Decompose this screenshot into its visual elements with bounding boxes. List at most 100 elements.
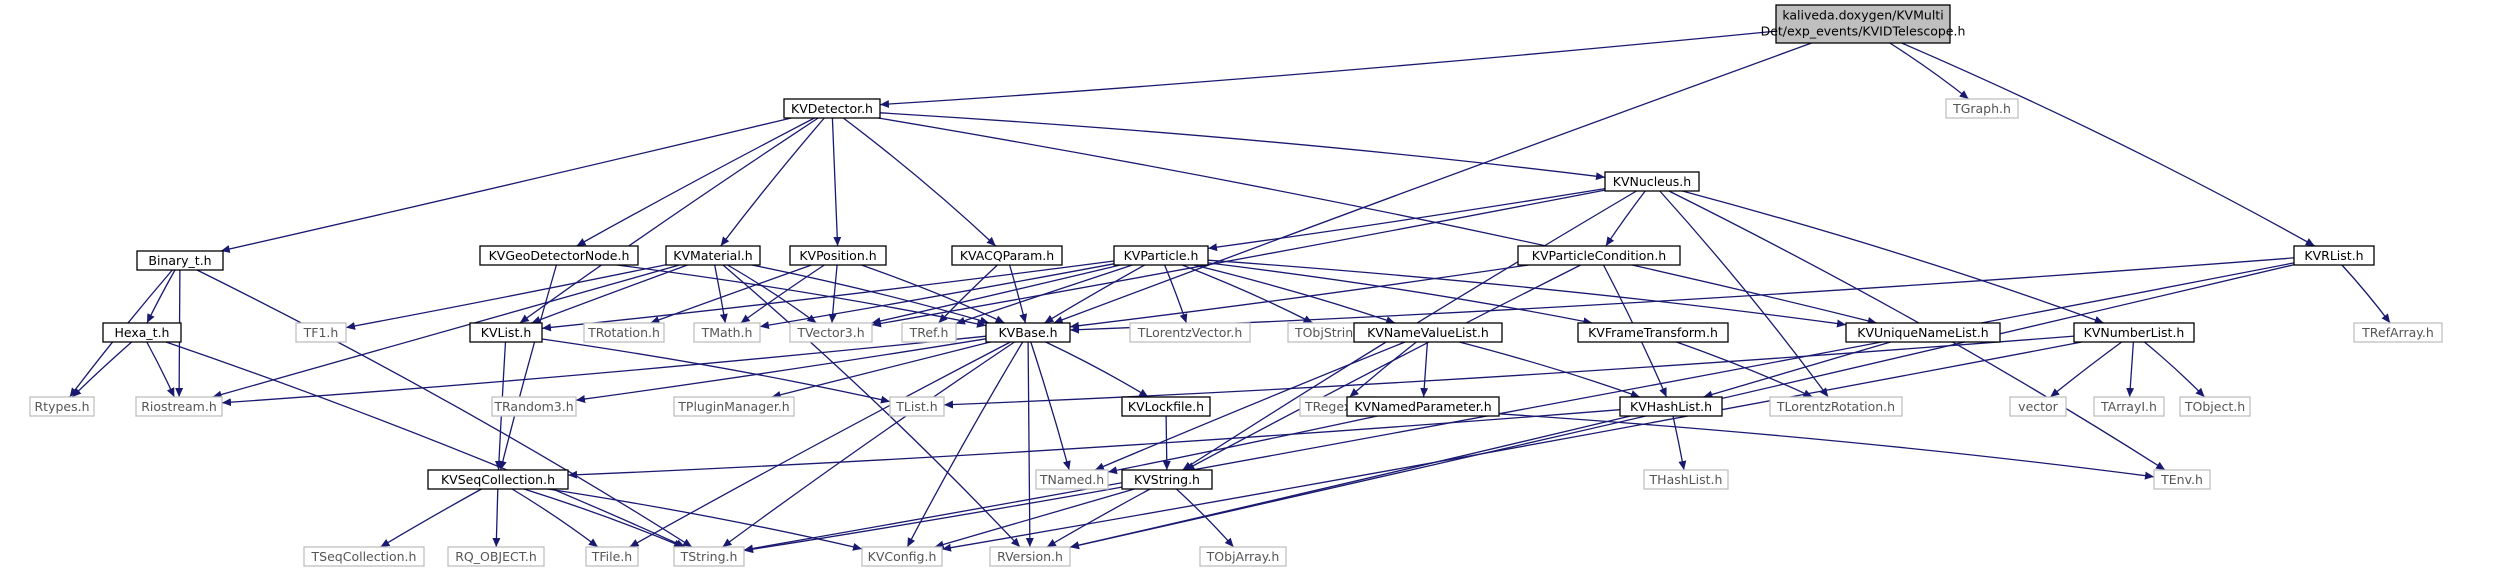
node-kvacqparam[interactable]: KVACQParam.h (951, 245, 1063, 266)
edge-kvhashlist-to-rversion (1069, 415, 1631, 549)
edge-hexa_t-to-tstring (165, 341, 686, 548)
node-label: KVRList.h (2304, 248, 2363, 263)
node-kvgeodetectornode[interactable]: KVGeoDetectorNode.h (479, 245, 639, 266)
node-label: TString.h (680, 549, 738, 564)
node-tobjarray: TObjArray.h (1199, 546, 1287, 567)
node-kvnucleus[interactable]: KVNucleus.h (1604, 171, 1700, 192)
node-kvframetransform[interactable]: KVFrameTransform.h (1577, 322, 1729, 343)
node-tseqcollection: TSeqCollection.h (303, 546, 425, 567)
node-rtypes: Rtypes.h (29, 396, 95, 417)
node-label: TPluginManager.h (677, 399, 789, 414)
node-box (469, 322, 543, 343)
node-box (585, 546, 639, 567)
node-box (1035, 469, 1109, 490)
edge-kvparticle-to-tobjstring (1182, 264, 1313, 324)
edge-kvgeodetectornode-to-kvseqcollection (498, 264, 558, 471)
node-tstring: TString.h (673, 546, 745, 567)
file-nodes: kaliveda.doxygen/KVMultiDet/exp_events/K… (29, 4, 2443, 567)
edge-kvnucleus-to-tlorentzrotation (1659, 190, 1829, 398)
node-box (427, 469, 569, 490)
node-trefarray: TRefArray.h (2353, 322, 2443, 343)
node-kvlockfile[interactable]: KVLockfile.h (1121, 396, 1211, 417)
node-hexa-t[interactable]: Hexa_t.h (102, 322, 182, 343)
edge-kvnucleus-to-kvparticle (1207, 187, 1606, 252)
edge-kvacqparam-to-tref (938, 264, 998, 324)
node-box (693, 322, 761, 343)
node-kvseqcollection[interactable]: KVSeqCollection.h (427, 469, 569, 490)
node-label: KVGeoDetectorNode.h (489, 248, 630, 263)
node-kvhashlist[interactable]: KVHashList.h (1619, 396, 1723, 417)
node-label: KVDetector.h (791, 101, 873, 116)
node-label: KVNumberList.h (2084, 325, 2185, 340)
edge-kvparticle-to-tmath (759, 263, 1115, 330)
node-tenv: TEnv.h (2153, 469, 2211, 490)
node-thashlist: THashList.h (1643, 469, 1729, 490)
node-kvnamevaluelist[interactable]: KVNameValueList.h (1353, 322, 1503, 343)
node-tpluginmanager: TPluginManager.h (673, 396, 795, 417)
edge-kvposition-to-trotation (650, 264, 812, 324)
edge-kvhashlist-to-kvseqcollection (567, 409, 1621, 479)
node-kvlist[interactable]: KVList.h (469, 322, 543, 343)
edge-kvframetransform-to-tlorentzrotation (1676, 341, 1813, 398)
node-kvmaterial[interactable]: KVMaterial.h (665, 245, 761, 266)
node-binary-t[interactable]: Binary_t.h (136, 250, 224, 271)
edge-kvbase-to-rversion (1025, 341, 1034, 548)
node-box (1577, 322, 1729, 343)
node-label: KVNucleus.h (1613, 174, 1691, 189)
edge-kvparticlecondition-to-kvbase (1069, 264, 1529, 330)
node-label: TSeqCollection.h (311, 549, 417, 564)
node-label: KVHashList.h (1630, 399, 1712, 414)
node-kvrlist[interactable]: KVRList.h (2293, 245, 2375, 266)
edge-kvparticle-to-kvframetransform (1207, 262, 1593, 326)
node-box (1129, 322, 1251, 343)
node-box (951, 245, 1063, 266)
node-box (861, 546, 943, 567)
node-kvbase[interactable]: KVBase.h (985, 322, 1071, 343)
node-box (1121, 396, 1211, 417)
edge-kvstring-to-tobjarray (1175, 488, 1235, 548)
node-trotation: TRotation.h (583, 322, 665, 343)
node-kvnumberlist[interactable]: KVNumberList.h (2073, 322, 2195, 343)
node-label: TObjArray.h (1206, 549, 1280, 564)
edge-kvdetector-to-kvgeodetectornode (576, 117, 815, 247)
edge-kvdetector-to-kvuniquenamelist (878, 117, 1877, 325)
node-tref: TRef.h (901, 322, 957, 343)
node-kvstring[interactable]: KVString.h (1121, 469, 1213, 490)
node-label: TMath.h (701, 325, 753, 340)
node-riostream: Riostream.h (135, 396, 223, 417)
node-label: KVUniqueNameList.h (1857, 325, 1988, 340)
edge-kvlist-to-tlist (541, 338, 891, 404)
node-box (1353, 322, 1503, 343)
node-tlorentzrotation: TLorentzRotation.h (1769, 396, 1903, 417)
edge-kvparticle-to-tlorentzvector (1163, 264, 1188, 324)
node-box (1769, 396, 1903, 417)
node-label: KVLockfile.h (1128, 399, 1204, 414)
node-label: TRefArray.h (2361, 325, 2434, 340)
node-kvparticlecondition[interactable]: KVParticleCondition.h (1517, 245, 1681, 266)
node-box (789, 245, 887, 266)
node-label: TLorentzVector.h (1137, 325, 1243, 340)
node-box (2293, 245, 2375, 266)
node-box (673, 546, 745, 567)
edge-kvbase-to-kvconfig (906, 341, 1024, 548)
edge-kvparticle-to-kvuniquenamelist (1207, 259, 1847, 328)
node-kvnamedparameter[interactable]: KVNamedParameter.h (1346, 396, 1500, 417)
node-kvparticle[interactable]: KVParticle.h (1113, 245, 1209, 266)
node-root[interactable]: kaliveda.doxygen/KVMultiDet/exp_events/K… (1761, 4, 1966, 44)
node-kvposition[interactable]: KVPosition.h (789, 245, 887, 266)
node-label: TNamed.h (1039, 472, 1104, 487)
node-tmath: TMath.h (693, 322, 761, 343)
node-label: KVMaterial.h (673, 248, 752, 263)
node-kvuniquenamelist[interactable]: KVUniqueNameList.h (1845, 322, 2001, 343)
edge-kvmaterial-to-tf1 (345, 264, 667, 330)
node-kvdetector[interactable]: KVDetector.h (783, 98, 881, 119)
node-label: vector (2018, 399, 2059, 414)
node-box (583, 322, 665, 343)
node-box (1643, 469, 1729, 490)
node-label: TGraph.h (1952, 101, 2011, 116)
node-box (1199, 546, 1287, 567)
edge-kvnumberlist-to-kvconfig (941, 341, 2082, 552)
node-box (985, 322, 1071, 343)
edge-kvstring-to-rversion (1046, 488, 1151, 548)
edge-kvnamevaluelist-to-tnamed (1094, 341, 1406, 471)
